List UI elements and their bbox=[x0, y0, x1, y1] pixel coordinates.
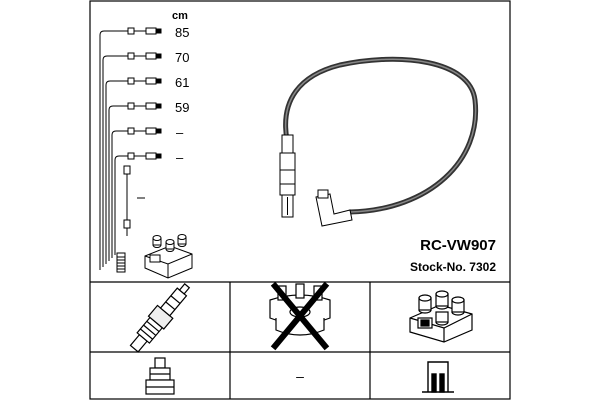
lead-length-label: 59 bbox=[175, 100, 189, 115]
distributor-terminal-label: – bbox=[296, 368, 304, 384]
lead-row bbox=[108, 102, 162, 264]
lead-list: 85 70 61 59 – – bbox=[99, 25, 189, 273]
lead-length-label: 70 bbox=[175, 50, 189, 65]
plug-boot-icon bbox=[279, 134, 296, 218]
diagram-frame bbox=[89, 0, 511, 400]
lead-row bbox=[111, 127, 162, 261]
stock-number-label: Stock-No. 7302 bbox=[410, 260, 496, 274]
lead-length-label: 85 bbox=[175, 25, 189, 40]
coil-terminal-icon bbox=[422, 361, 454, 393]
coil-lead-schematic bbox=[123, 165, 145, 236]
ignition-coil-icon bbox=[409, 290, 473, 343]
coil-boot-icon bbox=[315, 189, 353, 227]
lead-length-label: – bbox=[176, 125, 184, 140]
lead-length-label: – bbox=[176, 150, 184, 165]
unit-label: cm bbox=[172, 10, 188, 22]
lead-length-label: 61 bbox=[175, 75, 189, 90]
spark-plug-icon bbox=[129, 283, 191, 353]
ignition-cable bbox=[279, 56, 479, 227]
plug-terminal-icon bbox=[145, 357, 175, 395]
lead-row bbox=[105, 77, 162, 267]
lead-row bbox=[114, 152, 162, 258]
lead-row bbox=[102, 52, 162, 270]
model-label: RC-VW907 bbox=[420, 237, 496, 254]
coil-pack-small-icon bbox=[144, 234, 193, 279]
not-applicable-cross-icon bbox=[270, 281, 330, 351]
